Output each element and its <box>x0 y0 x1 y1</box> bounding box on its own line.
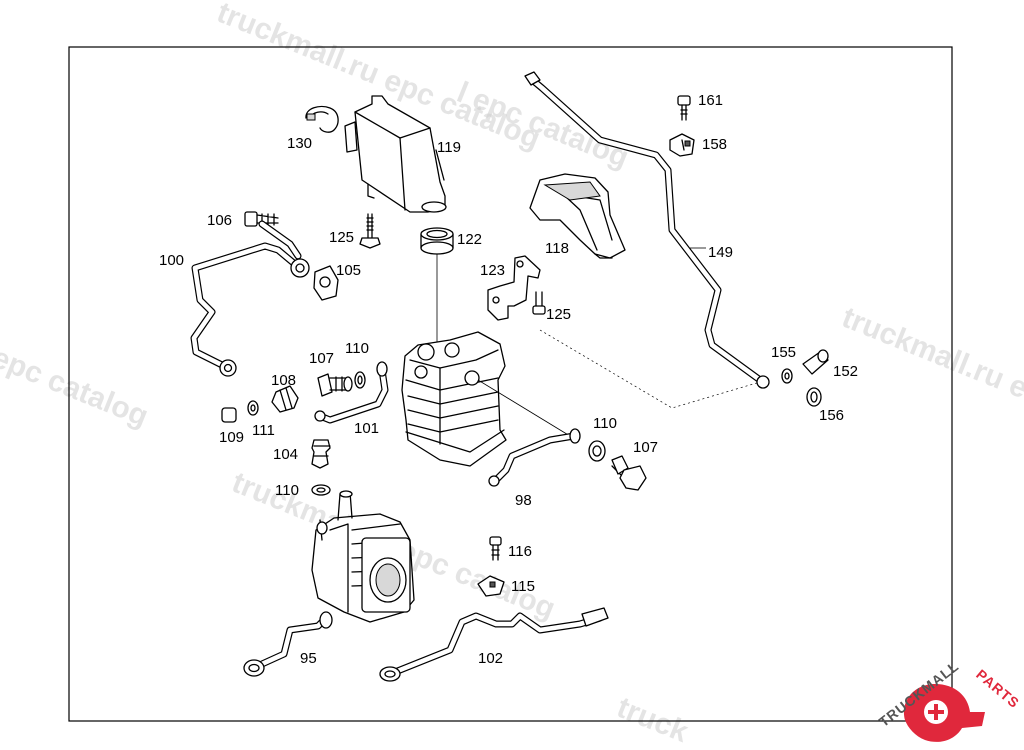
compressor-body <box>311 490 415 623</box>
part-119-silencer <box>344 95 447 213</box>
part-158-clip <box>669 133 695 157</box>
part-123-bracket <box>487 255 541 321</box>
part-115-clip <box>477 575 505 597</box>
part-labels: 161 158 130 119 149 106 125 122 118 100 … <box>159 92 858 667</box>
label-101: 101 <box>354 420 379 437</box>
label-155: 155 <box>771 344 796 361</box>
part-130-clamp <box>305 105 339 133</box>
label-105: 105 <box>336 262 361 279</box>
label-107-upper: 107 <box>309 350 334 367</box>
part-98-pipe <box>488 428 581 487</box>
part-107-banjo-bolt-lower <box>611 455 647 491</box>
label-125-lower: 125 <box>546 306 571 323</box>
watermark-text: truckmall.ru e <box>837 301 1024 405</box>
part-100-pipe <box>190 220 310 377</box>
part-156-seal <box>806 387 822 407</box>
label-95: 95 <box>300 650 317 667</box>
label-122: 122 <box>457 231 482 248</box>
part-116-bolt <box>489 536 502 561</box>
part-149-pipe <box>524 71 770 389</box>
part-95-pipe <box>243 611 333 677</box>
part-105-gasket <box>313 265 339 301</box>
part-110-seal-right <box>588 440 606 462</box>
part-108-fitting <box>271 385 299 413</box>
compressor-head <box>401 329 761 467</box>
label-110-right: 110 <box>593 415 617 432</box>
label-156: 156 <box>819 407 844 424</box>
part-106-banjo-bolt <box>244 211 279 227</box>
part-111-seal <box>247 400 259 416</box>
part-107-banjo-bolt-upper <box>317 373 353 397</box>
label-115: 115 <box>511 578 535 595</box>
label-158: 158 <box>702 136 727 153</box>
part-101-pipe <box>314 361 389 424</box>
label-108: 108 <box>271 372 296 389</box>
part-104-fitting <box>311 439 331 469</box>
label-102: 102 <box>478 650 503 667</box>
label-152: 152 <box>833 363 858 380</box>
label-116: 116 <box>508 543 532 560</box>
label-119: 119 <box>437 139 461 156</box>
label-130: 130 <box>287 135 312 152</box>
label-104: 104 <box>273 446 298 463</box>
label-100: 100 <box>159 252 184 269</box>
label-110-upper: 110 <box>345 340 369 357</box>
label-118: 118 <box>545 240 569 257</box>
part-152-plug <box>802 349 829 375</box>
part-125-bolt-upper <box>359 213 381 249</box>
label-111: 111 <box>252 422 275 439</box>
label-98: 98 <box>515 492 532 509</box>
label-123: 123 <box>480 262 505 279</box>
part-161-bolt <box>677 95 691 121</box>
part-110-seal-upper <box>354 371 366 389</box>
part-102-pipe <box>379 607 609 682</box>
label-161: 161 <box>698 92 723 109</box>
label-107-lower: 107 <box>633 439 658 456</box>
part-155-seal <box>781 368 793 384</box>
part-122-sleeve <box>420 227 454 350</box>
label-109: 109 <box>219 429 244 446</box>
logo-text-parts: PARTS <box>973 666 1023 711</box>
part-118-cover <box>529 173 626 259</box>
diagram-frame <box>68 46 953 722</box>
truckmall-parts-logo: TRUCKMALL PARTS <box>876 658 1023 742</box>
label-106: 106 <box>207 212 232 229</box>
label-125-upper: 125 <box>329 229 354 246</box>
part-125-bolt-lower <box>532 291 546 315</box>
label-149: 149 <box>708 244 733 261</box>
watermark-text: epc catalog <box>0 341 153 433</box>
part-109-plug <box>221 407 237 423</box>
part-110-seal-middle <box>311 484 331 496</box>
watermark-text: truck <box>612 691 693 749</box>
label-110-middle: 110 <box>275 482 299 499</box>
